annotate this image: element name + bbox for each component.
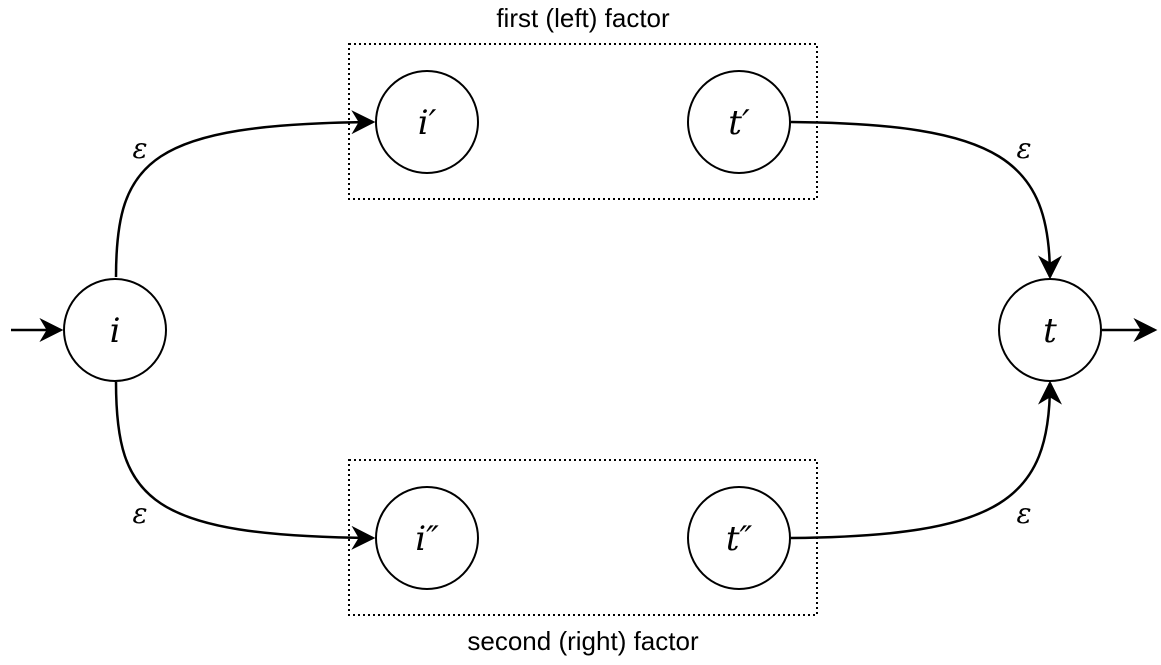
state-i-prime-label: i′ bbox=[418, 103, 437, 143]
state-t-prime: t′ bbox=[687, 70, 791, 174]
state-i: i bbox=[63, 278, 167, 382]
state-t-double-prime: t″ bbox=[687, 486, 791, 590]
second-factor-caption: second (right) factor bbox=[467, 626, 699, 656]
state-i-double-prime: i″ bbox=[375, 486, 479, 590]
epsilon-label-first-final-to-t: ε bbox=[1016, 132, 1031, 165]
epsilon-label-second-final-to-t: ε bbox=[1016, 497, 1031, 530]
state-t-double-prime-label: t″ bbox=[726, 519, 753, 559]
state-i-label: i bbox=[110, 311, 121, 351]
transition-first-final-to-t bbox=[790, 120, 1062, 280]
state-t-label: t bbox=[1043, 311, 1057, 351]
epsilon-label-i-to-first-initial: ε bbox=[132, 132, 147, 165]
transition-i-to-first-initial bbox=[114, 110, 376, 278]
state-t-prime-label: t′ bbox=[728, 103, 750, 143]
epsilon-label-i-to-second-initial: ε bbox=[132, 497, 147, 530]
state-t: t bbox=[998, 278, 1102, 382]
transition-second-final-to-t bbox=[790, 380, 1062, 540]
transition-i-to-second-initial bbox=[114, 381, 376, 550]
first-factor-caption: first (left) factor bbox=[496, 3, 670, 33]
state-i-prime: i′ bbox=[375, 70, 479, 174]
state-i-double-prime-label: i″ bbox=[415, 519, 439, 559]
